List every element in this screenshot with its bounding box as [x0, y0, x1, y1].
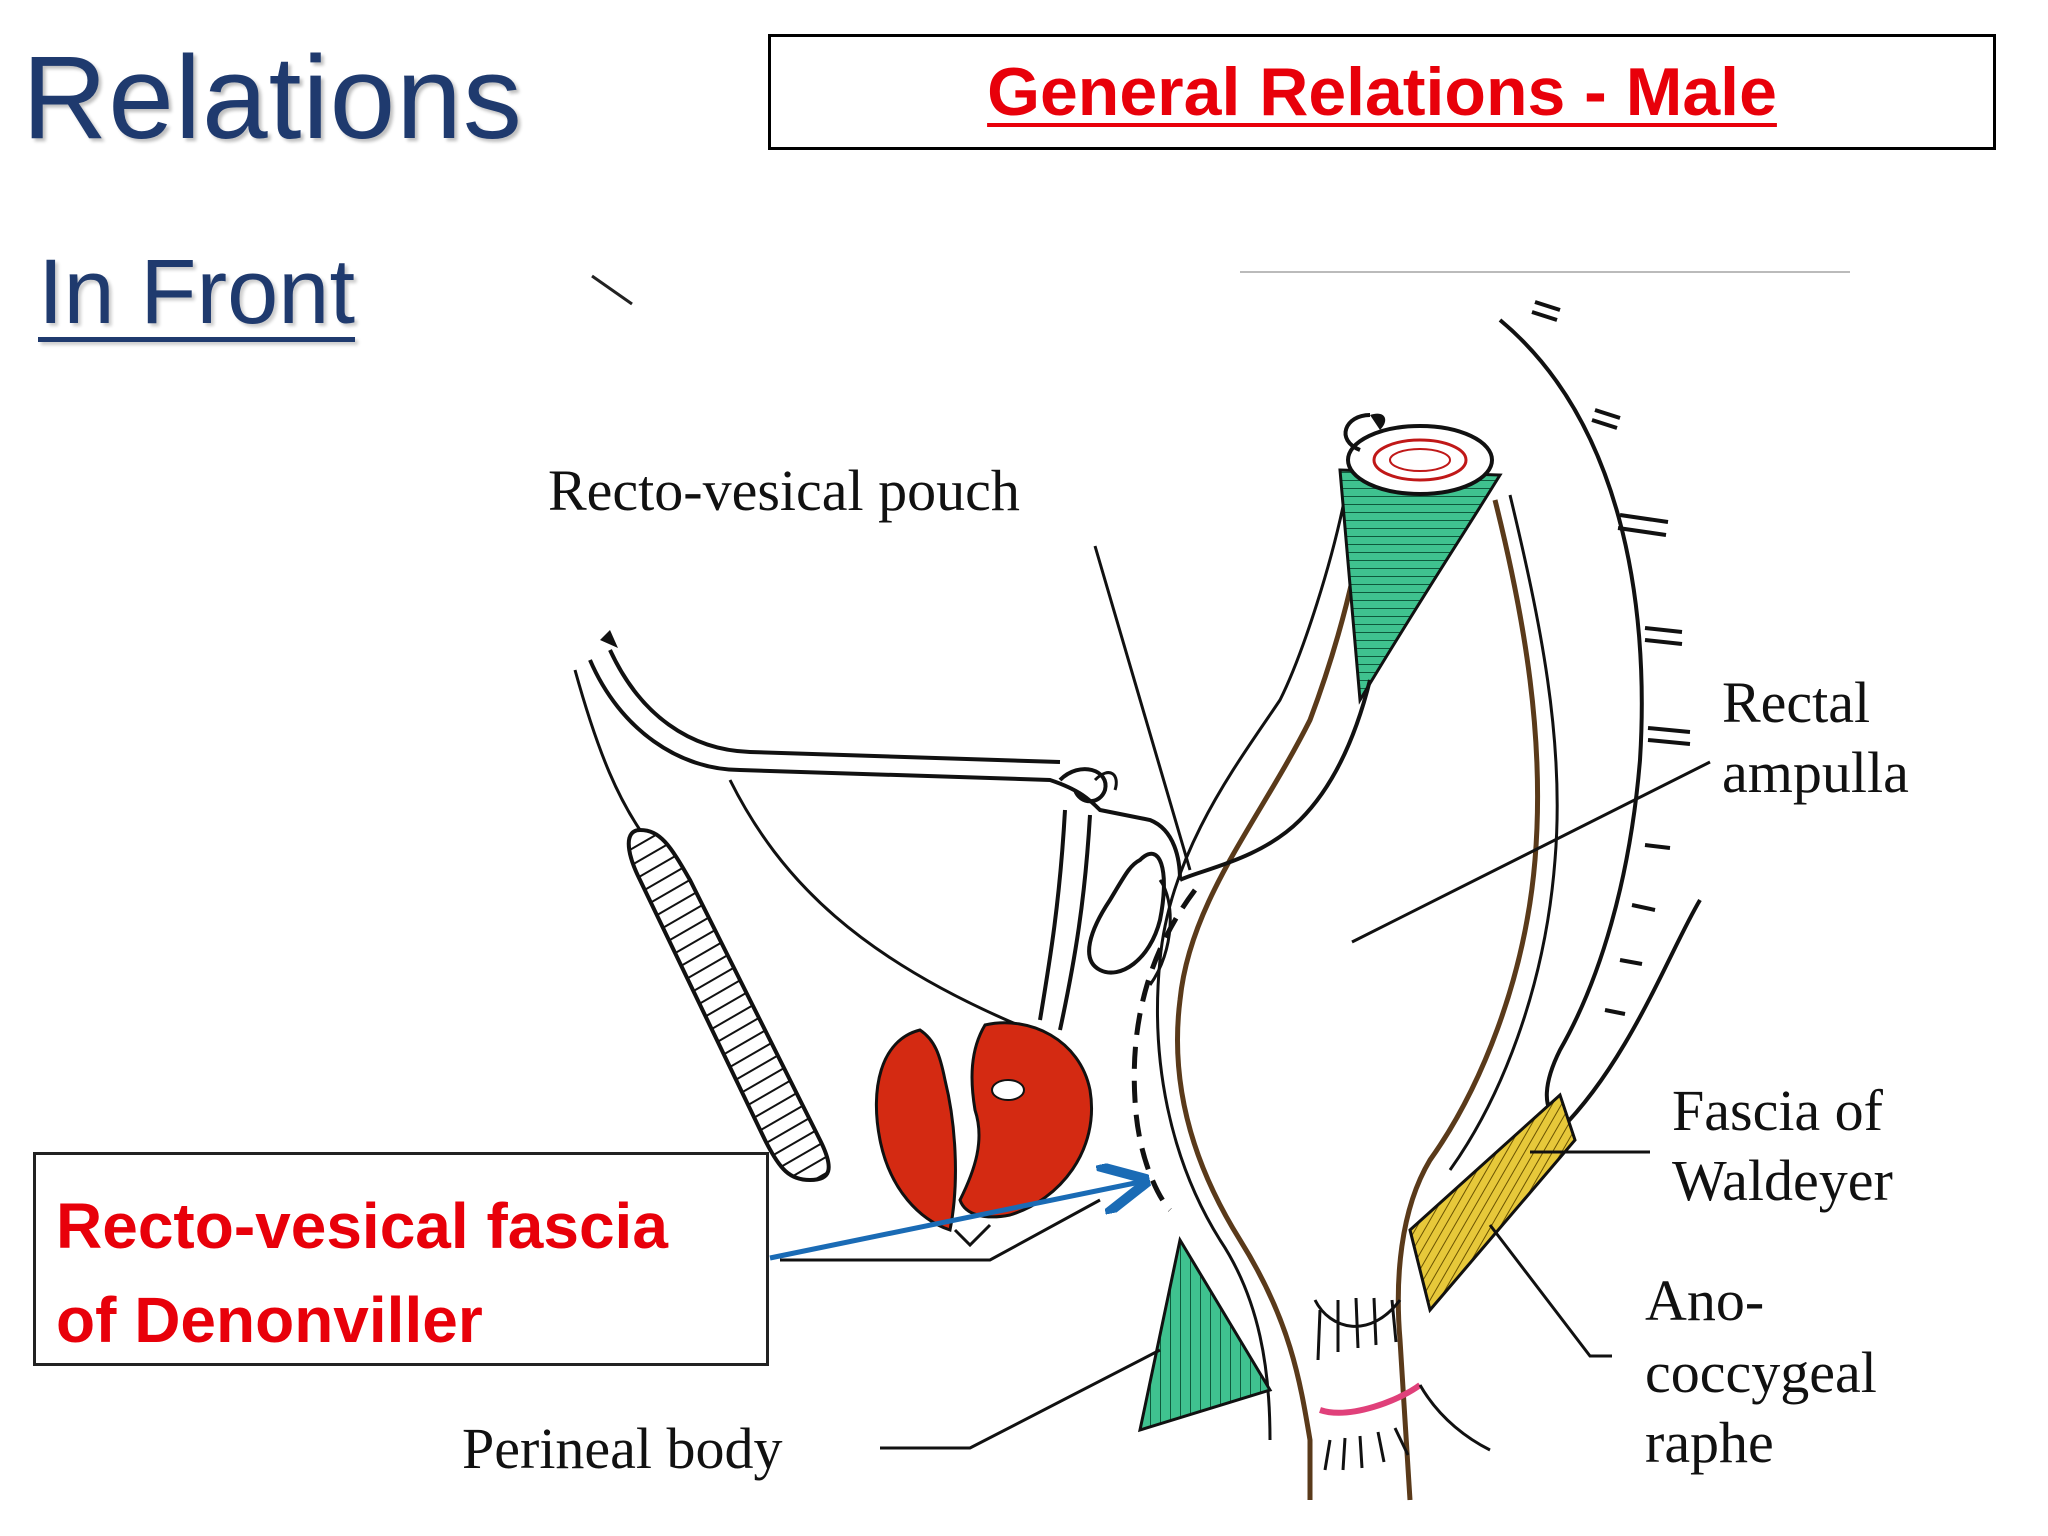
leader-anococcygeal	[1488, 1224, 1612, 1358]
top-stroke	[591, 274, 633, 306]
anal-sphincter	[1319, 1382, 1422, 1416]
label-rectal-ampulla-line2: ampulla	[1722, 740, 1909, 805]
label-anococcygeal-line3: raphe	[1645, 1410, 1774, 1475]
slide-title: Relations	[22, 32, 523, 164]
perineal-body-shape	[1138, 1235, 1273, 1433]
denonvilliers-fascia	[1131, 888, 1198, 1212]
leader-ampulla	[1351, 760, 1711, 944]
leader-pouch	[1093, 545, 1192, 871]
rectosigmoid-green	[1338, 468, 1503, 705]
callout-box: Recto-vesical fascia of Denonviller	[33, 1152, 769, 1366]
label-rectal-ampulla-line1: Rectal	[1722, 670, 1870, 735]
topic-title: General Relations - Male	[987, 54, 1777, 130]
callout-arrow	[769, 1182, 1140, 1261]
label-anococcygeal-line1: Ano-	[1645, 1268, 1764, 1333]
fascia-waldeyer-shape	[1408, 1092, 1577, 1314]
leader-perineal	[880, 1348, 1161, 1450]
label-recto-vesical-pouch: Recto-vesical pouch	[548, 458, 1020, 523]
label-fascia-waldeyer-line2: Waldeyer	[1672, 1148, 1893, 1213]
callout-line-2: of Denonviller	[56, 1284, 483, 1356]
callout-line-1: Recto-vesical fascia	[56, 1190, 668, 1262]
section-subtitle: In Front	[38, 241, 356, 343]
sacrum-curve	[1498, 300, 1702, 1132]
label-anococcygeal-line2: coccygeal	[1645, 1340, 1877, 1405]
pubic-symphysis	[626, 827, 831, 1183]
label-fascia-waldeyer-line1: Fascia of	[1672, 1078, 1884, 1143]
label-perineal-body: Perineal body	[462, 1416, 783, 1481]
leader-callout	[780, 1198, 1101, 1262]
topic-box: General Relations - Male	[768, 34, 1996, 150]
sigmoid-cut-end	[1346, 424, 1494, 496]
seminal-vesicle	[1038, 767, 1172, 1031]
bladder	[573, 630, 1372, 1032]
rectum	[1156, 413, 1559, 1501]
prostate	[874, 1021, 1093, 1248]
